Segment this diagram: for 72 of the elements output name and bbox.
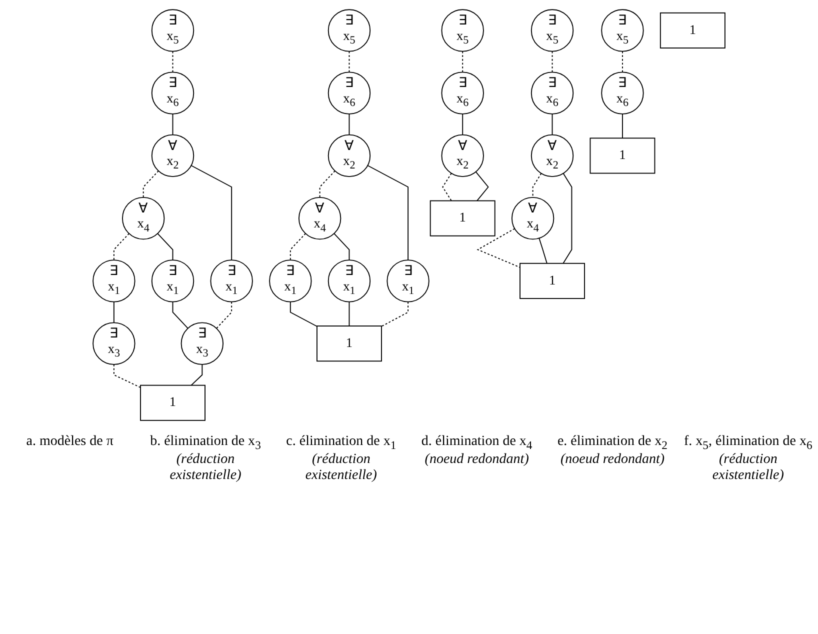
connector [172, 50, 174, 73]
connector [113, 301, 114, 324]
node-circle [328, 9, 371, 52]
connector [142, 170, 159, 198]
connector [172, 113, 174, 136]
panel-caption: c. élimination de x$_{1}$ [286, 434, 396, 452]
panel-caption: b. élimination de x$_{3}$ [150, 434, 261, 452]
connector [552, 113, 553, 136]
connector [348, 50, 350, 73]
connector [562, 172, 572, 264]
connector [190, 165, 232, 261]
node-box [316, 326, 382, 362]
decision-diagram: ∃ x$_{5}$ ∃ x$_{6}$ ∀ x$_{2}$ ∀ x$_{4}$ ∃ x$_{1}$ ∃ x$_{1}$ ∃ x$_{1}$ ∃ x$_{3}$ ∃ x$_{3}$ 1 ∃ x$_{5}$ ∃ x$_{6}$ ∀ x$_{2}$ ∀ x$_{4}$ ∃ x$_{1}$ ∃ x$_{1}$ ∃ x$_{1}$ 1 ∃ x$_{5}$ ∃ x$_{6}$ ∀ x$_{2}$ ∀ x$_{4}$ 1 ∃ x$_{5}$ ∃ x$_{6}$ ∀ x$_{2}$ 1 ∃ x$_{5}$ ∃ x$_{6}$ 1 1 [4, 2, 814, 428]
node-box [140, 384, 206, 421]
connector [157, 233, 174, 261]
node-circle [441, 134, 484, 178]
connector [319, 170, 336, 198]
connector [538, 238, 548, 264]
node-circle [210, 260, 253, 302]
node-circle [92, 322, 136, 365]
node-circle [530, 9, 574, 52]
node-circle [441, 9, 484, 52]
connector [113, 364, 141, 388]
node-circle [386, 260, 430, 302]
connector [172, 301, 188, 329]
node-circle [511, 196, 554, 240]
node-circle [122, 196, 165, 240]
node-circle [298, 196, 342, 240]
node-circle [269, 260, 312, 302]
node-circle [328, 134, 371, 178]
node-circle [530, 72, 574, 114]
panel-caption: e. élimination de x$_{2}$ [557, 434, 668, 452]
caption-note: (noeud redondant) [424, 452, 529, 468]
node-circle [328, 72, 371, 114]
caption-note: (noeud redondant) [560, 452, 665, 468]
connector [462, 50, 464, 73]
node-circle [92, 260, 136, 302]
node-circle [601, 9, 644, 52]
node-box [520, 262, 585, 299]
connector [462, 113, 464, 136]
node-box [660, 12, 726, 48]
connector [552, 50, 553, 73]
panel-caption: a. modèles de π [26, 434, 114, 450]
panel-caption: d. élimination de x$_{4}$ [421, 434, 532, 452]
connector [190, 364, 203, 386]
connector [216, 301, 232, 329]
node-circle [151, 9, 194, 52]
node-box [590, 138, 656, 174]
connector [348, 301, 350, 326]
connector [334, 233, 350, 261]
node-box [430, 200, 496, 236]
node-circle [151, 134, 194, 178]
caption-note: (réduction existentielle) [168, 452, 242, 484]
panel-caption: f. x$_{5}$, élimination de x$_{6}$ [684, 434, 812, 452]
caption-note: (réduction existentielle) [711, 452, 785, 484]
node-circle [601, 72, 644, 114]
node-circle [151, 72, 194, 114]
caption-note: (réduction existentielle) [304, 452, 378, 484]
connector [381, 301, 409, 327]
connector [290, 233, 306, 261]
connector [622, 113, 623, 139]
connector [367, 165, 409, 261]
connector [622, 50, 623, 73]
node-circle [441, 72, 484, 114]
connector [290, 301, 318, 327]
node-circle [530, 134, 574, 178]
node-circle [180, 322, 224, 365]
connector [532, 172, 542, 198]
node-circle [328, 260, 371, 302]
connector [113, 233, 130, 261]
node-circle [151, 260, 194, 302]
connector [348, 113, 350, 136]
